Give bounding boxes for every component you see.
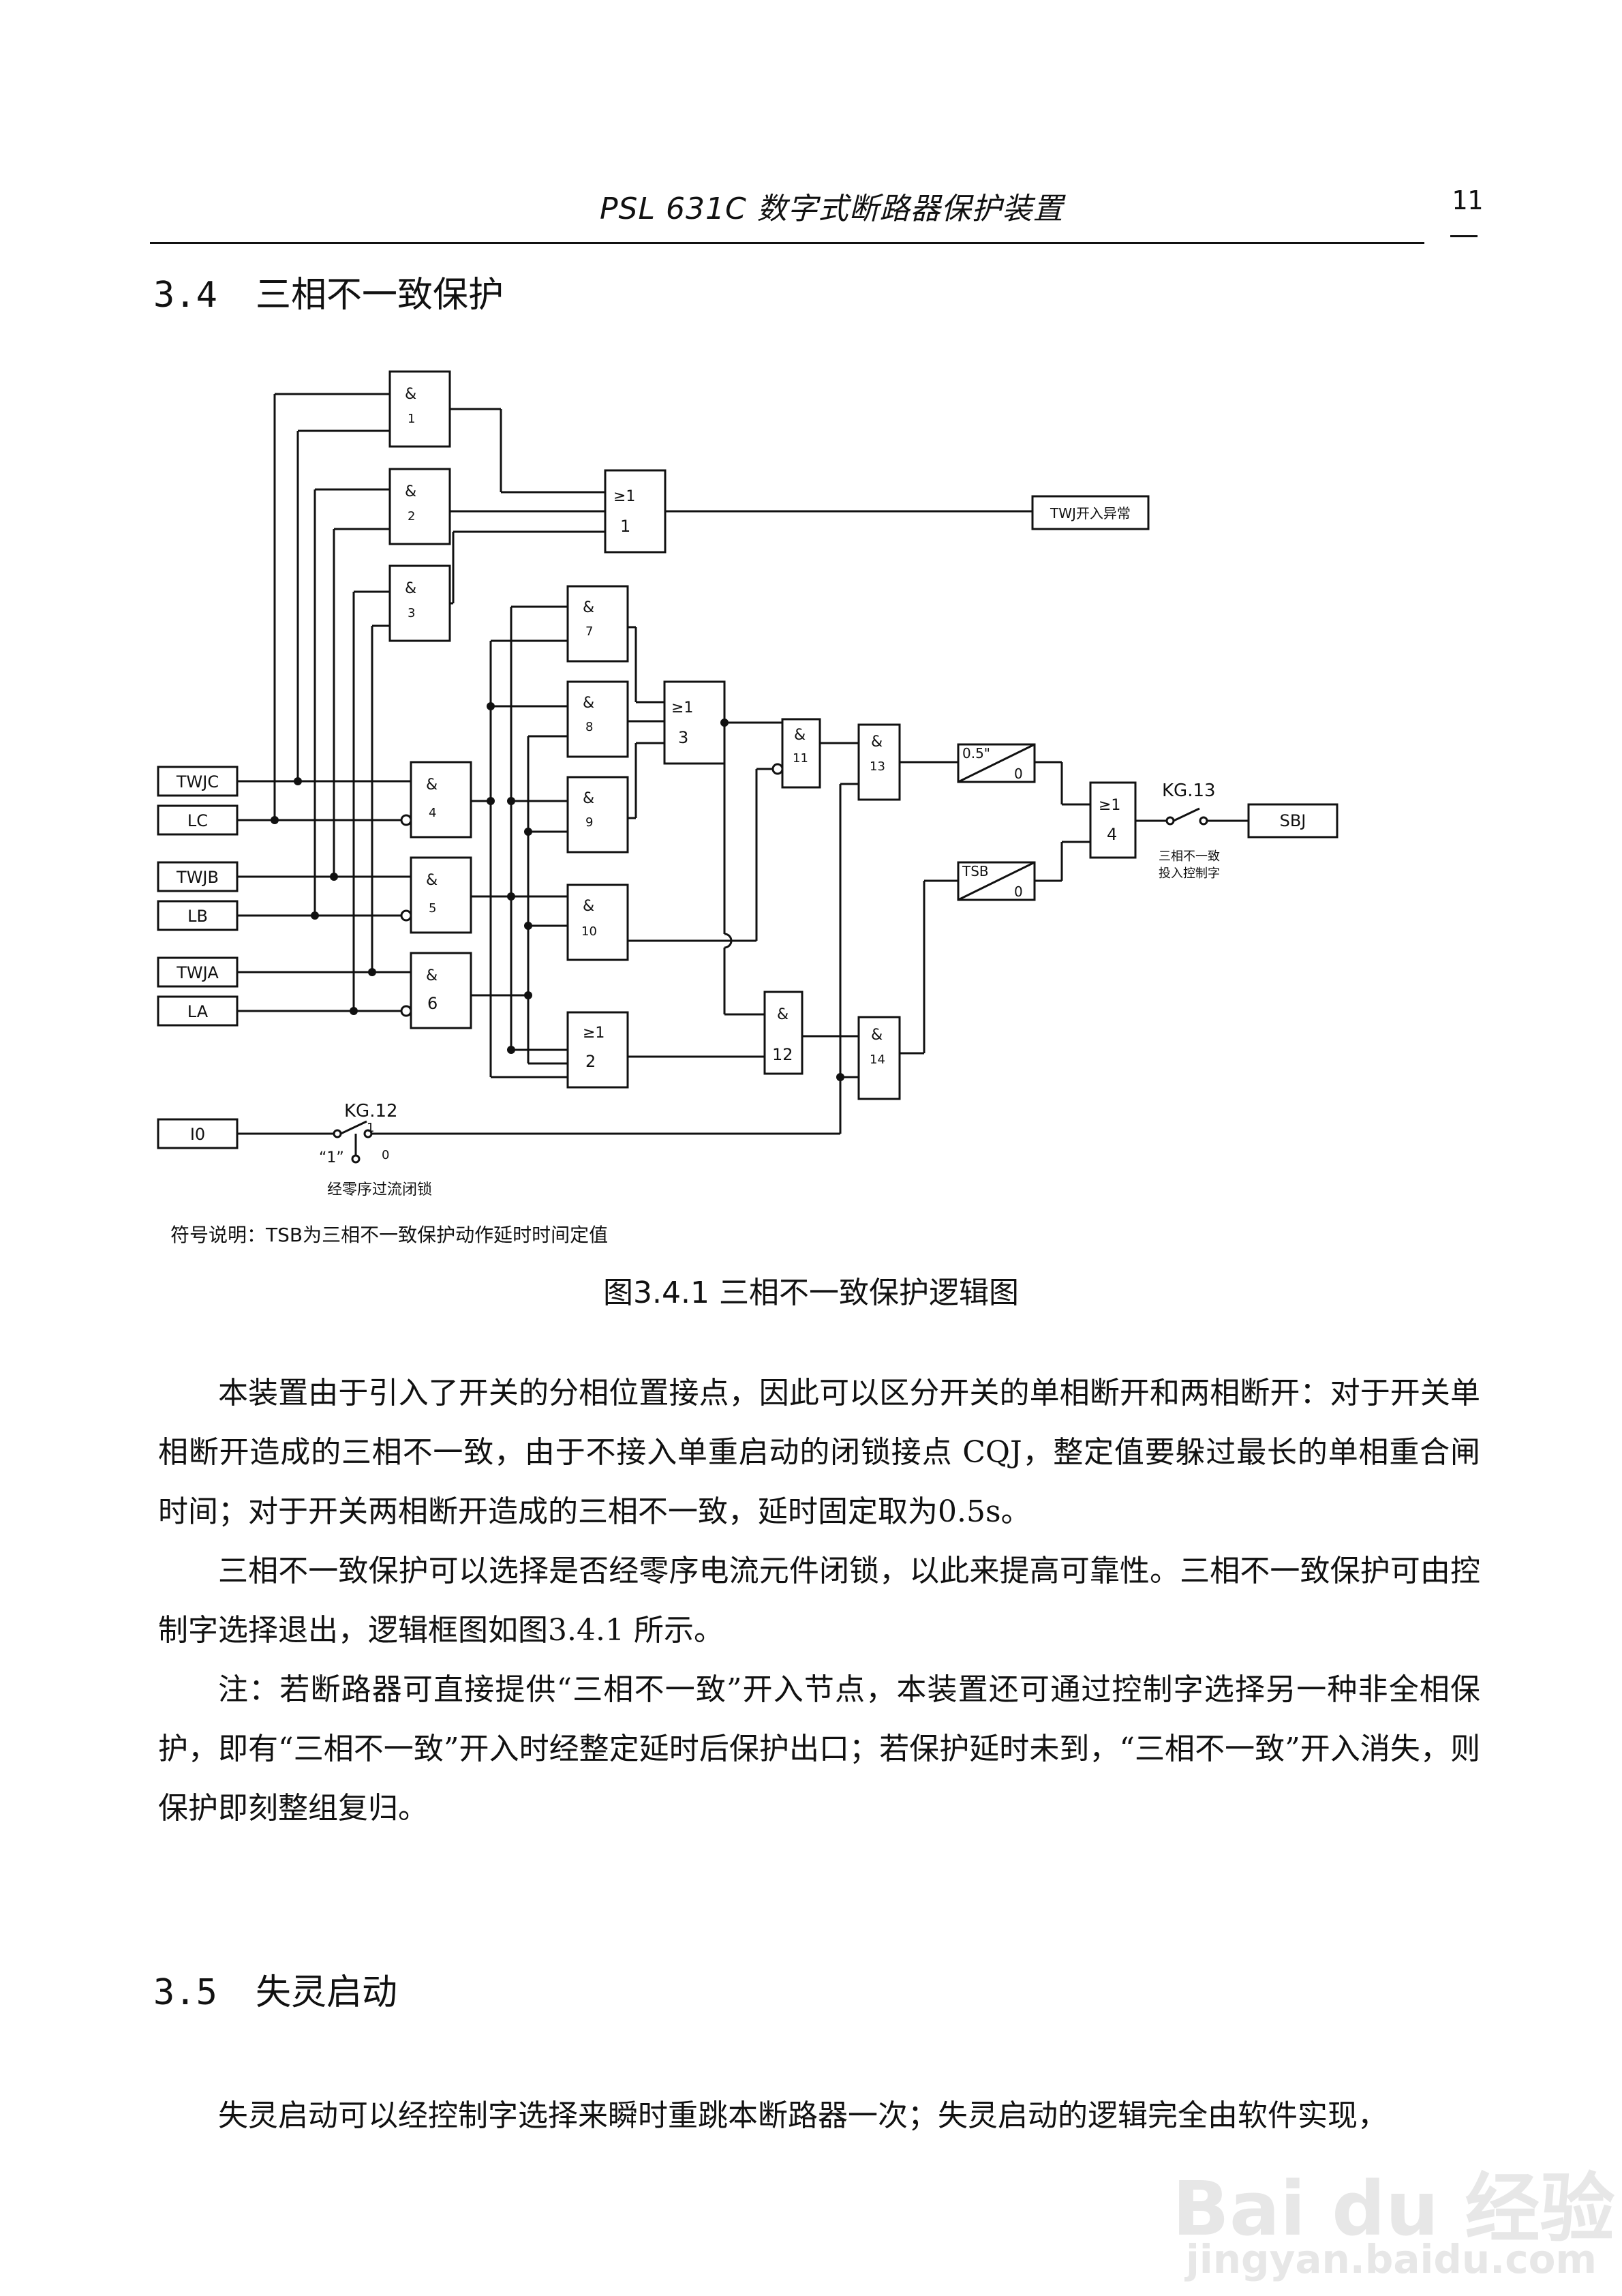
paragraph-2: 三相不一致保护可以选择是否经零序电流元件闭锁，以此来提高可靠性。三相不一致保护可… [158, 1554, 1480, 1648]
section-title: 失灵启动 [256, 1972, 398, 2013]
or-4-number: 4 [1107, 825, 1117, 844]
or-2-symbol: ≥1 [583, 1025, 605, 1042]
or-1-number: 1 [620, 517, 630, 536]
kg13-note-line2: 投入控制字 [1159, 866, 1220, 881]
gate-1-symbol: & [405, 386, 416, 403]
running-header-title: PSL 631C 数字式断路器保护装置 [600, 192, 1064, 226]
gate-10-number: 10 [581, 924, 597, 939]
body-text-3-5: 失灵启动可以经控制字选择来瞬时重跳本断路器一次；失灵启动的逻辑完全由软件实现， [158, 2086, 1480, 2145]
gate-7-symbol: & [583, 599, 594, 616]
kg13-note-line1: 三相不一致 [1159, 849, 1220, 864]
gate-13-number: 13 [870, 759, 885, 774]
page-number: 11 [1452, 185, 1483, 215]
output-twj-abnormal: TWJ开入异常 [1050, 505, 1131, 522]
paragraph-3-5: 失灵启动可以经控制字选择来瞬时重跳本断路器一次；失灵启动的逻辑完全由软件实现， [218, 2098, 1388, 2133]
section-heading-3-5: 3.5 失灵启动 [153, 1963, 397, 2014]
watermark-url: jingyan.baidu.com [1186, 2236, 1597, 2282]
input-twja: TWJA [176, 963, 219, 982]
section-title: 三相不一致保护 [256, 275, 504, 316]
header-rule [150, 242, 1424, 244]
or-3-symbol: ≥1 [671, 699, 693, 716]
gate-5-number: 5 [429, 901, 436, 916]
gate-14-number: 14 [870, 1053, 885, 1067]
gate-11-number: 11 [793, 751, 808, 766]
gate-4-number: 4 [429, 806, 436, 820]
gate-1-number: 1 [408, 412, 415, 426]
or-2-number: 2 [585, 1052, 596, 1071]
input-la: LA [187, 1002, 209, 1021]
timer-05-zero: 0 [1014, 766, 1023, 782]
gate-12-symbol: & [777, 1006, 789, 1023]
logic-diagram: TWJC LC TWJB LB TWJA LA I0 & 1 & 2 & 3 &… [157, 370, 1338, 1198]
kg12-pos-1: 1 [367, 1121, 374, 1135]
or-4-symbol: ≥1 [1099, 797, 1120, 814]
paragraph-1: 本装置由于引入了开关的分相位置接点，因此可以区分开关的单相断开和两相断开：对于开… [158, 1376, 1481, 1529]
input-twjc: TWJC [176, 772, 219, 791]
gate-12-number: 12 [772, 1045, 793, 1064]
gate-10-symbol: & [583, 898, 594, 915]
gate-6-number: 6 [427, 994, 438, 1013]
input-lc: LC [187, 811, 208, 830]
section-number: 3.4 [153, 275, 217, 316]
symbol-note: 符号说明：TSB为三相不一致保护动作延时时间定值 [170, 1224, 609, 1246]
gate-4-symbol: & [426, 776, 438, 794]
section-number: 3.5 [153, 1972, 217, 2013]
section-heading-3-4: 3.4 三相不一致保护 [153, 266, 504, 317]
or-3-number: 3 [678, 728, 688, 747]
kg12-note: 经零序过流闭锁 [327, 1181, 432, 1198]
input-twjb: TWJB [176, 868, 219, 887]
input-i0: I0 [190, 1125, 205, 1144]
gate-11-symbol: & [794, 727, 806, 744]
gate-8-symbol: & [583, 695, 594, 712]
paragraph-3: 注：若断路器可直接提供“三相不一致”开入节点，本装置还可通过控制字选择另一种非全… [158, 1672, 1480, 1826]
gate-6-symbol: & [426, 967, 438, 984]
or-1-symbol: ≥1 [613, 488, 635, 505]
gate-7-number: 7 [585, 624, 593, 639]
input-lb: LB [187, 907, 208, 926]
timer-05-value: 0.5" [962, 745, 990, 761]
gate-3-number: 3 [408, 606, 415, 620]
timer-tsb-value: TSB [962, 863, 989, 879]
kg13-label: KG.13 [1162, 781, 1216, 801]
gate-9-number: 9 [585, 815, 593, 830]
output-sbj: SBJ [1280, 811, 1306, 830]
gate-9-symbol: & [583, 790, 594, 807]
gate-3-symbol: & [405, 580, 416, 597]
page-number-rule [1450, 235, 1478, 237]
kg12-label: KG.12 [344, 1101, 398, 1121]
gate-2-number: 2 [408, 509, 415, 524]
gate-13-symbol: & [871, 734, 883, 751]
timer-tsb-zero: 0 [1014, 883, 1023, 900]
gate-5-symbol: & [426, 872, 438, 889]
body-text-3-4: 本装置由于引入了开关的分相位置接点，因此可以区分开关的单相断开和两相断开：对于开… [158, 1363, 1480, 1838]
watermark-logo: Bai du 经验 [1172, 2165, 1615, 2252]
kg12-pos-0: 0 [382, 1148, 389, 1162]
figure-caption: 图3.4.1 三相不一致保护逻辑图 [603, 1275, 1019, 1310]
gate-2-symbol: & [405, 483, 416, 500]
kg12-quote: “1” [319, 1149, 344, 1166]
gate-14-symbol: & [871, 1027, 883, 1044]
gate-8-number: 8 [585, 720, 593, 734]
